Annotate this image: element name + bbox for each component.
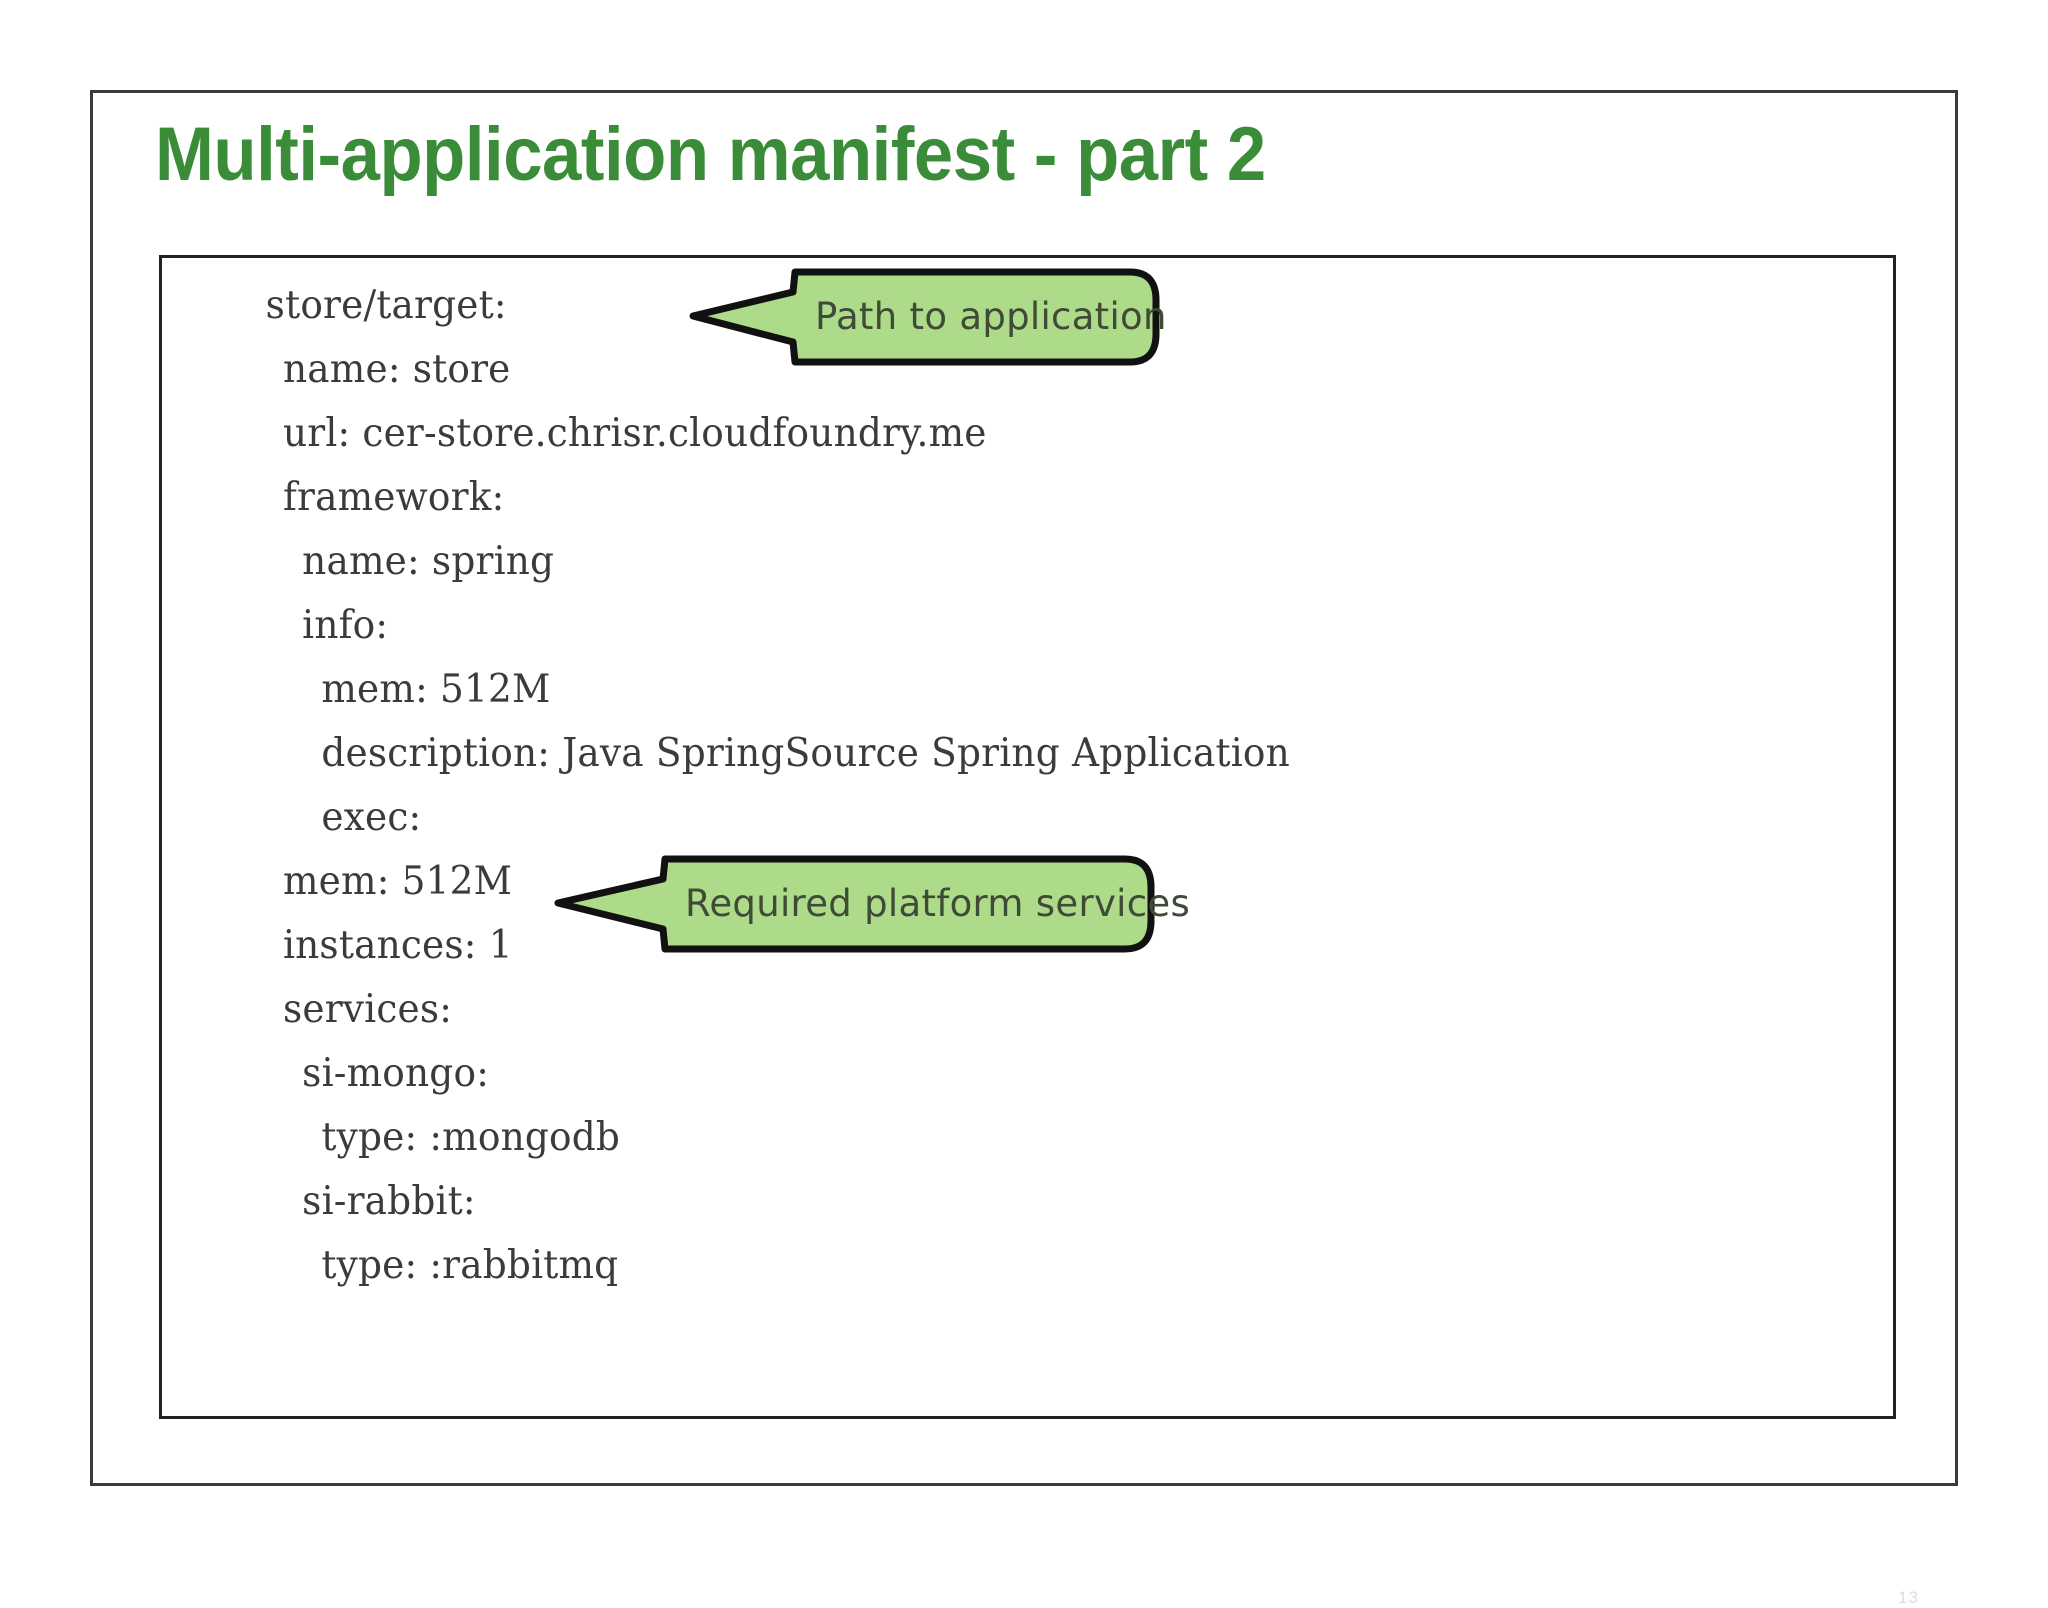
- page-number: 13: [1898, 1588, 1919, 1607]
- callout-label: Required platform services: [685, 882, 1191, 925]
- callout-path-to-application: Path to application: [689, 268, 1166, 366]
- manifest-line: mem: 512M: [321, 667, 551, 712]
- callout-required-services: Required platform services: [554, 855, 1190, 953]
- callout-bubble-shape: [554, 855, 1155, 953]
- manifest-line: instances: 1: [282, 923, 513, 968]
- manifest-line: name: spring: [302, 539, 555, 584]
- manifest-line: info:: [302, 603, 389, 648]
- manifest-line: si-mongo:: [302, 1051, 490, 1096]
- manifest-line: type: :mongodb: [321, 1115, 621, 1160]
- manifest-line: description: Java SpringSource Spring Ap…: [321, 731, 1290, 776]
- slide-frame: Multi-application manifest - part 2 stor…: [90, 90, 1958, 1607]
- manifest-line: type: :rabbitmq: [321, 1243, 619, 1288]
- manifest-line: framework:: [282, 475, 505, 520]
- manifest-line: exec:: [321, 795, 422, 840]
- manifest-line-list: store/target: name: store url: cer-store…: [162, 274, 1893, 1298]
- manifest-line: mem: 512M: [282, 859, 513, 904]
- manifest-line: store/target:: [265, 283, 507, 328]
- page-title: Multi-application manifest - part 2: [155, 112, 1266, 197]
- manifest-line: url: cer-store.chrisr.cloudfoundry.me: [282, 411, 987, 456]
- callout-label: Path to application: [815, 295, 1167, 338]
- manifest-code-box: store/target: name: store url: cer-store…: [159, 255, 1918, 1607]
- callout-bubble-shape: [689, 268, 1160, 366]
- manifest-line: services:: [282, 987, 453, 1032]
- manifest-line: name: store: [282, 347, 511, 392]
- manifest-line: si-rabbit:: [302, 1179, 476, 1224]
